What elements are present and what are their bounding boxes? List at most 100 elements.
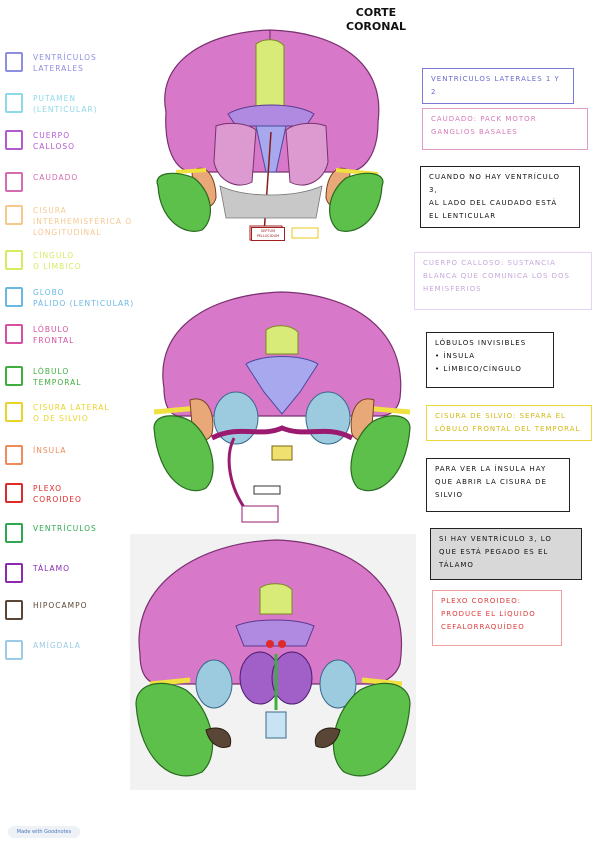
corpus-callosum xyxy=(235,619,315,647)
legend-swatch xyxy=(5,287,23,307)
note-talamo: SI HAY VENTRÍCULO 3, LO QUE ESTÁ PEGADO E… xyxy=(430,528,582,580)
note-insula: PARA VER LA ÍNSULA HAY QUE ABRIR LA CISUR… xyxy=(426,458,570,512)
gray-matter-base xyxy=(219,185,323,219)
legend-label: TÁLAMO xyxy=(33,564,70,573)
temporal-lobe-right xyxy=(332,682,411,777)
legend-swatch xyxy=(5,445,23,465)
note-line: • ÍNSULA xyxy=(435,352,476,360)
note-line: LÓBULOS INVISIBLES xyxy=(435,339,527,347)
note-line: PLEXO COROIDEO: xyxy=(441,597,522,605)
brain-section-1 xyxy=(156,29,384,241)
footer-badge: Made with Goodnotes xyxy=(8,826,80,838)
commissure-pointer xyxy=(227,437,248,511)
legend-label: LÓBULO FRONTAL xyxy=(33,325,75,345)
note-ventriculos: VENTRÍCULOS LATERALES 1 Y 2 xyxy=(422,68,574,104)
legend-swatch xyxy=(5,402,23,422)
note-ventriculo3: CUANDO NO HAY VENTRÍCULO 3, AL LADO DEL C… xyxy=(420,166,580,228)
anterior-commissure xyxy=(210,425,354,441)
note-line: CUANDO NO HAY VENTRÍCULO 3, xyxy=(429,173,560,194)
legend-swatch xyxy=(5,483,23,503)
legend-swatch xyxy=(5,205,23,225)
brain-section-2 xyxy=(153,291,411,523)
legend-label: CÍNGULO O LÍMBICO xyxy=(33,251,82,271)
note-line: CEFALORRAQUÍDEO xyxy=(441,623,525,631)
temporal-lobe-right xyxy=(350,415,411,492)
putamen-right xyxy=(319,659,357,709)
choroid-plexus-left xyxy=(266,640,274,648)
legend-label: CAUDADO xyxy=(33,173,79,182)
note-line: PRODUCE EL LÍQUIDO xyxy=(441,610,536,618)
legend-label: PLEXO COROIDEO xyxy=(33,484,82,504)
cingulate-gyrus xyxy=(255,39,285,113)
comisura-tag-box-1 xyxy=(291,227,319,239)
silvio-left xyxy=(175,168,207,174)
note-silvio: CISURA DE SILVIO: SEPARA EL LÓBULO FRONTA… xyxy=(426,405,592,441)
legend-swatch xyxy=(5,93,23,113)
note-line: EL LENTICULAR xyxy=(429,212,497,220)
caudate-left xyxy=(213,122,257,186)
legend-label: VENTRÍCULOS xyxy=(33,524,97,533)
hippocampus-right xyxy=(314,727,341,748)
legend-label: CISURA LATERAL O DE SILVIO xyxy=(33,403,110,423)
legend-swatch xyxy=(5,366,23,386)
legend-label: PUTAMEN (LENTICULAR) xyxy=(33,94,98,114)
cingulate-gyrus xyxy=(265,325,299,355)
note-line: BLANCA QUE COMUNICA LOS DOS xyxy=(423,272,571,280)
legend-swatch xyxy=(5,250,23,270)
note-line: CUERPO CALLOSO: SUSTANCIA xyxy=(423,259,556,267)
hippocampus-left xyxy=(205,727,232,748)
legend-label: ÍNSULA xyxy=(33,446,67,455)
note-line: SILVIO xyxy=(435,491,464,499)
note-line: AL LADO DEL CAUDADO ESTÁ xyxy=(429,199,558,207)
title-line-1: CORTE xyxy=(355,6,397,19)
page-title: CORTE CORONAL xyxy=(336,6,416,34)
legend-label: LÓBULO TEMPORAL xyxy=(33,367,82,387)
optic-region xyxy=(271,445,293,461)
note-line: CAUDADO: PACK MOTOR xyxy=(431,115,537,123)
uncus-tag-box xyxy=(253,485,281,495)
comisura-tag-box-2 xyxy=(241,505,279,523)
note-line: • LÍMBICO/CÍNGULO xyxy=(435,365,522,373)
legend-swatch xyxy=(5,52,23,72)
note-line: QUE ESTÁ PEGADO ES EL xyxy=(439,548,549,556)
legend-swatch xyxy=(5,563,23,583)
legend-label: VENTRÍCULOS LATERALES xyxy=(33,53,97,73)
corpus-callosum xyxy=(227,104,315,127)
note-line: HEMISFERIOS xyxy=(423,285,482,293)
temporal-lobe-left xyxy=(153,415,214,492)
cingulate-gyrus xyxy=(259,583,293,615)
brain-section-3 xyxy=(130,534,416,790)
legend-label: CISURA INTERHEMISFÉRICA O LONGITUDINAL xyxy=(33,206,133,237)
lateral-ventricles xyxy=(255,125,287,173)
legend-swatch xyxy=(5,523,23,543)
temporal-lobe-left xyxy=(135,682,214,777)
note-line: LÓBULO FRONTAL DEL TEMPORAL xyxy=(435,425,581,433)
legend-swatch xyxy=(5,640,23,660)
note-line: QUE ABRIR LA CISURA DE xyxy=(435,478,547,486)
choroid-plexus-right xyxy=(278,640,286,648)
corpus-callosum xyxy=(245,356,319,415)
caudate-right xyxy=(285,122,329,186)
legend-label: HIPOCAMPO xyxy=(33,601,88,610)
legend-label: GLOBO PÁLIDO (LENTICULAR) xyxy=(33,288,135,308)
temporal-lobe-left xyxy=(156,172,211,232)
title-line-2: CORONAL xyxy=(346,20,406,33)
note-line: VENTRÍCULOS LATERALES 1 Y 2 xyxy=(431,75,560,96)
note-lobulos: LÓBULOS INVISIBLES • ÍNSULA • LÍMBICO/CÍNG… xyxy=(426,332,554,388)
legend-label: CUERPO CALLOSO xyxy=(33,131,76,151)
legend-swatch xyxy=(5,600,23,620)
note-plexo: PLEXO COROIDEO: PRODUCE EL LÍQUIDO CEFALOR… xyxy=(432,590,562,646)
legend-swatch xyxy=(5,324,23,344)
legend-label: AMÍGDALA xyxy=(33,641,81,650)
legend-swatch xyxy=(5,130,23,150)
thalamus-right xyxy=(271,651,313,705)
note-cuerpo-calloso: CUERPO CALLOSO: SUSTANCIA BLANCA QUE COMU… xyxy=(414,252,592,310)
temporal-lobe-right xyxy=(329,172,384,232)
brainstem xyxy=(265,711,287,739)
putamen-left xyxy=(195,659,233,709)
note-line: CISURA DE SILVIO: SEPARA EL xyxy=(435,412,566,420)
note-line: SI HAY VENTRÍCULO 3, LO xyxy=(439,535,552,543)
note-line: PARA VER LA ÍNSULA HAY xyxy=(435,465,547,473)
tag-septum: SEPTUM PELLUCIDUM xyxy=(251,227,285,241)
